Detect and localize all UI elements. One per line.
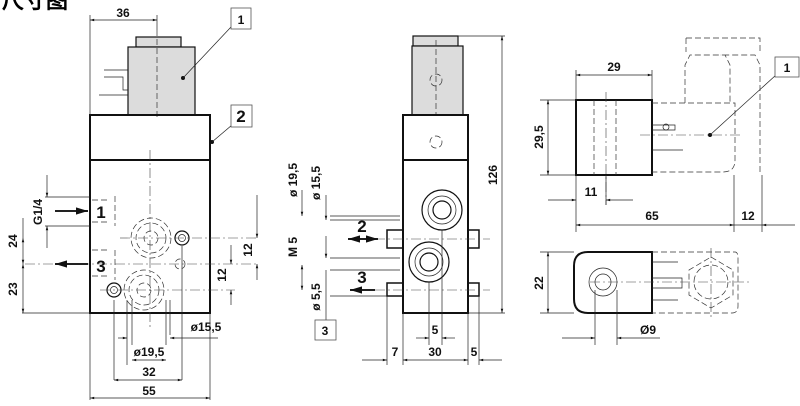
dim-dia-15-5: ø15,5: [191, 320, 222, 334]
dim-5-center: 5: [432, 323, 439, 337]
port-3-side-label: 3: [357, 268, 366, 287]
callout-box-1-coil: [774, 56, 800, 78]
dim-126: 126: [486, 165, 500, 185]
dim-7: 7: [392, 345, 399, 359]
port-1-label: 1: [96, 203, 105, 222]
front-view: 1 2 1 3 36 G1/4 24 23 12: [6, 6, 259, 400]
callout-box-2: [230, 104, 253, 128]
coil-nut: [135, 36, 182, 48]
side-view: 126 ø 19,5 ø 15,5 M 5 ø 5,5 3 2 3 5 7 30…: [286, 35, 505, 365]
dim-dia-19-5-side: ø 19,5: [286, 163, 300, 197]
port-2-label: 2: [357, 217, 366, 236]
dim-30: 30: [428, 345, 442, 359]
dim-12-coil: 12: [741, 209, 755, 223]
dim-29: 29: [607, 60, 621, 74]
callout-1: 1: [238, 13, 245, 27]
port-3-label: 3: [96, 257, 105, 276]
dim-dia-9: Ø9: [640, 323, 656, 337]
callout-3: 3: [322, 324, 329, 338]
dim-32: 32: [142, 365, 156, 379]
coil-view: 1 29 29,5 11 65 12 22 Ø9: [532, 37, 800, 345]
dim-g1-4: G1/4: [31, 199, 45, 225]
callout-box-1: [230, 7, 252, 30]
dim-dia-19-5: ø19,5: [134, 345, 165, 359]
dim-m5: M 5: [286, 237, 300, 257]
callout-box-3: [314, 319, 337, 341]
dim-12-a: 12: [241, 243, 255, 257]
dim-65: 65: [645, 209, 659, 223]
dim-dia-15-5-side: ø 15,5: [309, 166, 323, 200]
callout-2: 2: [236, 107, 245, 126]
dim-36: 36: [116, 6, 130, 20]
dim-11: 11: [585, 185, 598, 199]
dim-23: 23: [6, 282, 20, 296]
dim-22: 22: [532, 276, 546, 290]
dim-55: 55: [142, 384, 156, 398]
coil: [127, 46, 196, 116]
drawing-title: 尺寸图: [2, 0, 68, 14]
callout-1-coil: 1: [784, 61, 791, 75]
dim-12-b: 12: [215, 268, 229, 282]
dim-dia-5-5: ø 5,5: [309, 283, 323, 311]
dim-29-5: 29,5: [532, 125, 546, 149]
dim-5-right: 5: [471, 345, 478, 359]
dim-24: 24: [6, 234, 20, 248]
